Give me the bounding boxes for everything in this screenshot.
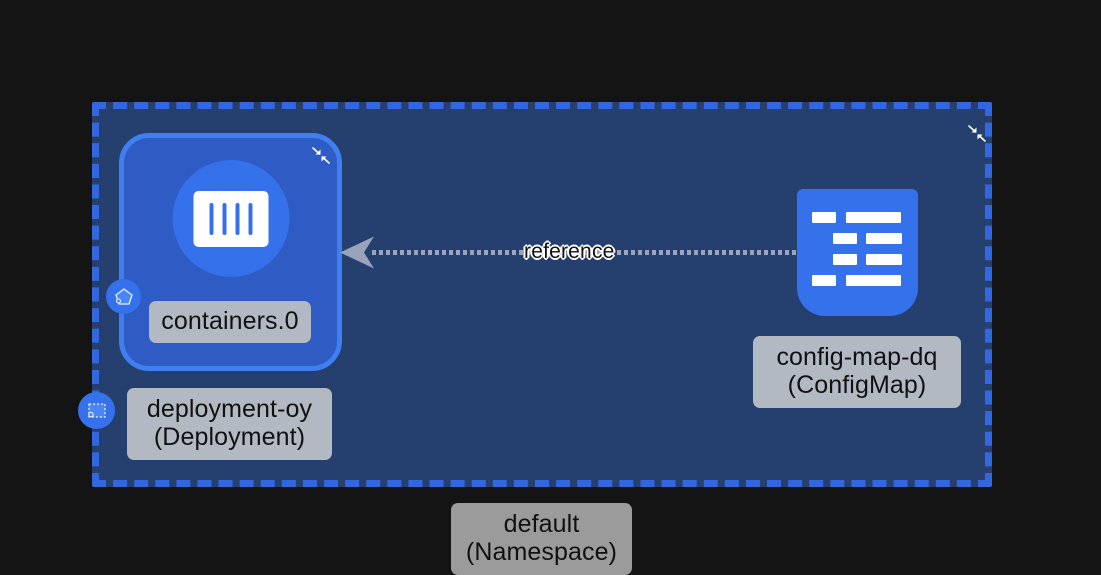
config-map-icon-value [846,275,901,286]
collapse-icon-svg [968,125,986,142]
config-map-icon-row [797,253,918,266]
config-map-icon-row [797,274,918,287]
edge-reference-arrowhead [340,236,376,269]
config-map-icon-key [812,212,836,223]
config-map-icon[interactable] [797,189,918,316]
container-icon-bar [248,202,252,235]
config-map-icon-key [833,233,857,244]
container-icon-glyph [193,190,268,247]
config-map-icon-row [797,232,918,245]
config-map-icon-value [866,254,902,265]
node-label-deployment[interactable]: deployment-oy (Deployment) [127,388,332,460]
collapse-arrow-head-2 [977,134,983,140]
node-label-configmap[interactable]: config-map-dq (ConfigMap) [753,336,961,408]
config-map-icon-value [866,233,902,244]
collapse-icon[interactable] [310,146,332,166]
collapse-icon[interactable] [966,124,988,144]
edge-reference-line [372,250,798,255]
edge-reference-label: reference [524,240,615,263]
deployment-icon-svg [87,402,106,418]
node-label-containers[interactable]: containers.0 [149,301,311,343]
config-map-icon-row [797,211,918,224]
arrow-icon [340,236,374,269]
collapse-arrow-head-2 [321,156,327,162]
config-map-icon-key [812,275,836,286]
config-map-icon-value [846,212,901,223]
collapse-arrow-head-1 [315,149,321,155]
container-icon [172,160,289,277]
container-icon-bar [235,202,239,235]
container-icon-bar [209,202,213,235]
deployment-badge-icon[interactable] [78,392,115,429]
pentagon-container-badge-icon[interactable] [106,279,141,314]
pentagon-icon-svg [114,287,133,305]
collapse-arrow-head-1 [971,127,977,133]
config-map-icon-key [833,254,857,265]
container-icon-bar [222,202,226,235]
namespace-label[interactable]: default (Namespace) [451,503,632,575]
collapse-icon-svg [312,147,330,164]
